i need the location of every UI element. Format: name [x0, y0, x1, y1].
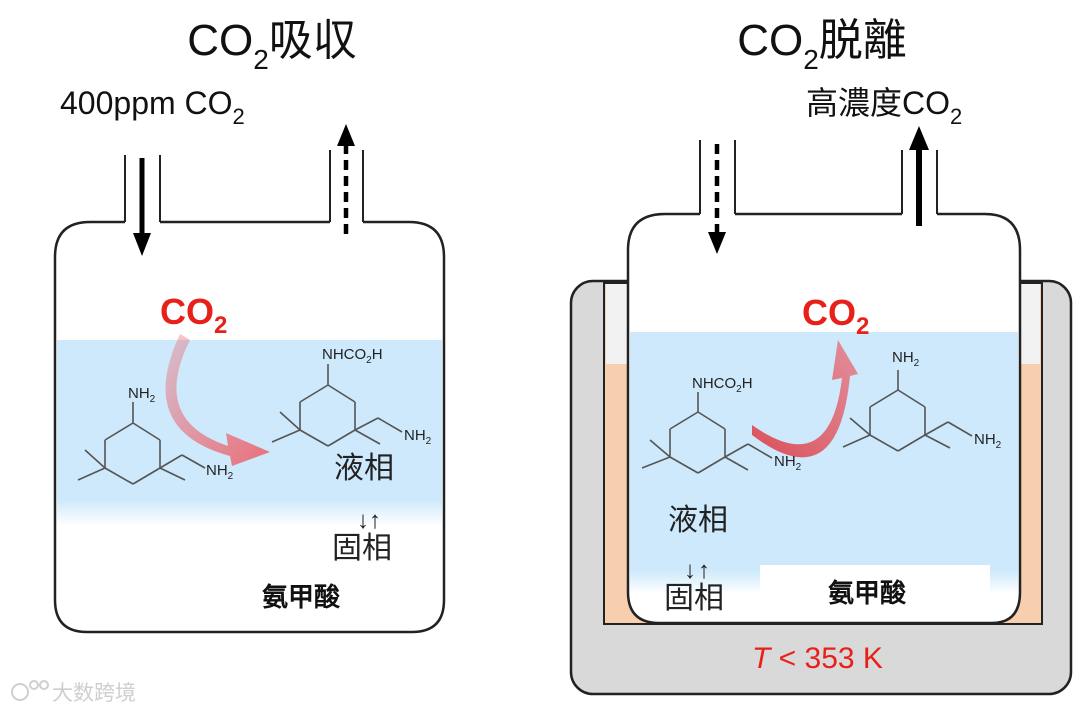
- product-aminomethyl-group: NH2: [404, 427, 432, 447]
- solid-phase-label: 固相: [664, 582, 724, 615]
- equilibrium-up-arrow: ↑: [698, 557, 710, 584]
- watermark-text: 大数跨境: [52, 682, 136, 705]
- watermark: 大数跨境: [11, 680, 136, 705]
- carbamate-box: [760, 565, 990, 620]
- desorption-title: CO2脱離: [737, 16, 907, 75]
- equilibrium-down-arrow: ↓: [684, 557, 696, 584]
- inlet-gas-label: 400ppm CO2: [60, 85, 245, 129]
- solid-phase-region: [57, 500, 442, 526]
- absorption-title: CO2吸収: [187, 16, 357, 75]
- liquid-phase-region: [630, 332, 1018, 570]
- reactant-amine-group: NH2: [128, 385, 156, 405]
- carbamate-label: 氨甲酸: [828, 578, 907, 608]
- liquid-phase-label: 液相: [668, 504, 728, 537]
- outlet-pipe: [901, 126, 938, 226]
- product-carbamic-acid-molecule: [271, 364, 403, 447]
- reactant-aminomethyl-group: NH2: [774, 453, 802, 473]
- liquid-phase-label: 液相: [334, 452, 394, 485]
- outlet-pipe: [329, 124, 364, 234]
- product-diamine-molecule: [842, 370, 973, 452]
- reactant-carbamic-acid-molecule: [641, 392, 773, 474]
- reactant-aminomethyl-group: NH2: [206, 462, 234, 482]
- desorption-panel: CO2脱離 高濃度CO2 CO2: [569, 16, 1073, 696]
- reactant-carbamic-group: NHCO2H: [692, 375, 753, 395]
- inlet-pipe: [699, 140, 736, 254]
- absorbed-co2-label: CO2: [160, 291, 227, 339]
- inlet-pipe: [124, 155, 161, 256]
- desorption-curve-arrow: [752, 340, 858, 458]
- watermark-logo-icon: [11, 683, 29, 701]
- outlet-gas-label: 高濃度CO2: [806, 85, 962, 129]
- solid-phase-label: 固相: [332, 532, 392, 565]
- equilibrium-up-arrow: ↑: [369, 507, 381, 534]
- product-aminomethyl-group: NH2: [974, 431, 1002, 451]
- released-co2-label: CO2: [802, 292, 869, 340]
- absorption-panel: CO2吸収 400ppm CO2 CO2: [53, 16, 446, 634]
- absorption-curve-arrow: [165, 334, 270, 466]
- product-amine-group: NH2: [892, 349, 920, 369]
- reactant-diamine-molecule: [77, 402, 206, 485]
- product-carbamic-group: NHCO2H: [322, 346, 383, 366]
- liquid-phase-region: [57, 340, 442, 500]
- carbamate-label: 氨甲酸: [262, 582, 341, 612]
- temperature-label: T < 353 K: [752, 642, 883, 675]
- equilibrium-down-arrow: ↓: [357, 507, 369, 534]
